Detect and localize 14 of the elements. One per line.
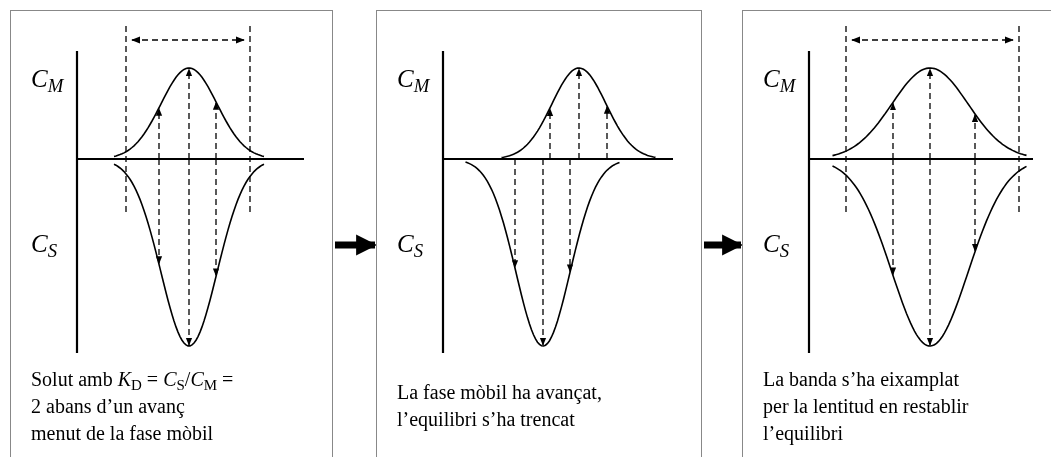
axis-label: C$_{S}$ xyxy=(397,231,424,256)
axis-label: C$_{S}$ xyxy=(763,231,790,256)
axis-label: C$_{M}$ xyxy=(31,66,64,91)
arrow xyxy=(704,234,744,256)
panel xyxy=(742,10,1051,457)
panel-text: La banda s’ha eixamplat per la lentitud en restablir l’equilibri xyxy=(763,367,970,447)
panel xyxy=(376,10,702,457)
panel xyxy=(10,10,333,457)
axis-label: C$_{M}$ xyxy=(397,66,430,91)
panel-text: La fase mòbil ha avançat, l’equilibri s’ha trencat xyxy=(397,380,603,433)
panel-text: Solut amb K$_{D}$ = C$_{S}$/C$_{M}$ = 2 abans d’un avanç menut de la fase mòbil xyxy=(31,367,235,446)
arrow xyxy=(335,234,378,256)
axis-label: C$_{M}$ xyxy=(763,66,796,91)
axis-label: C$_{S}$ xyxy=(31,231,58,256)
